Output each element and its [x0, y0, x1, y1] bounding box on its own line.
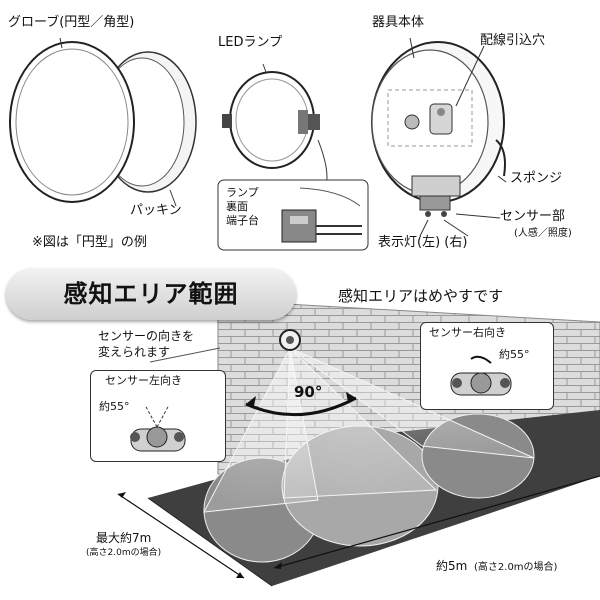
right-sensor-icon [450, 355, 512, 396]
cone-center [283, 346, 438, 499]
indicator-label: 表示灯(左) (右) [378, 235, 468, 250]
section-ribbon: 感知エリア範囲 [6, 268, 296, 320]
body-label: 器具本体 [372, 15, 425, 30]
width-note: (高さ2.0mの場合) [474, 562, 558, 573]
orientation-note: センサーの向きを 変えられます [98, 329, 195, 360]
right-box-title: センサー右向き [429, 326, 506, 339]
width-dimension-line [273, 475, 600, 569]
width-label: 約5m [436, 559, 468, 573]
globe-label: グローブ(円型／角型) [8, 15, 135, 30]
terminal-inset [217, 179, 369, 251]
cone-right [289, 347, 535, 459]
right-angle: 約55° [499, 348, 530, 361]
guide-title: 感知エリアはめやすです [338, 287, 504, 305]
left-box-title: センサー左向き [105, 374, 182, 387]
left-sensor-icon [130, 404, 186, 452]
packing-label: パッキン [130, 203, 182, 218]
fixture-body-icon [371, 41, 506, 217]
sensor-label: センサー部 [500, 209, 566, 224]
left-orientation-box: センサー左向き 約55° [90, 370, 226, 462]
depth-note: (高さ2.0mの場合) [86, 548, 162, 558]
packing-leader [169, 189, 177, 207]
section-title: 感知エリア範囲 [63, 280, 239, 308]
led-lamp-label: LEDランプ [218, 35, 283, 50]
sponge-label: スポンジ [510, 171, 563, 186]
left-angle: 約55° [99, 400, 130, 413]
depth-label: 最大約7m [96, 531, 152, 545]
depth-dimension-line [117, 493, 245, 579]
right-orientation-box: センサー右向き 約55° [420, 322, 554, 410]
wall-fixture-icon [279, 329, 301, 351]
sensor-sub-label: (人感／照度) [514, 228, 572, 239]
globe-leader [59, 37, 63, 49]
angle-label: 90° [294, 383, 323, 401]
led-lamp-icon [222, 71, 320, 169]
figure-note: ※図は「円型」の例 [32, 235, 147, 250]
wiring-hole-label: 配線引込穴 [480, 33, 546, 48]
lamp-terminal-label: ランプ 裏面 端子台 [226, 186, 259, 227]
rotation-arrow [245, 396, 357, 417]
globe-icon [9, 41, 135, 203]
